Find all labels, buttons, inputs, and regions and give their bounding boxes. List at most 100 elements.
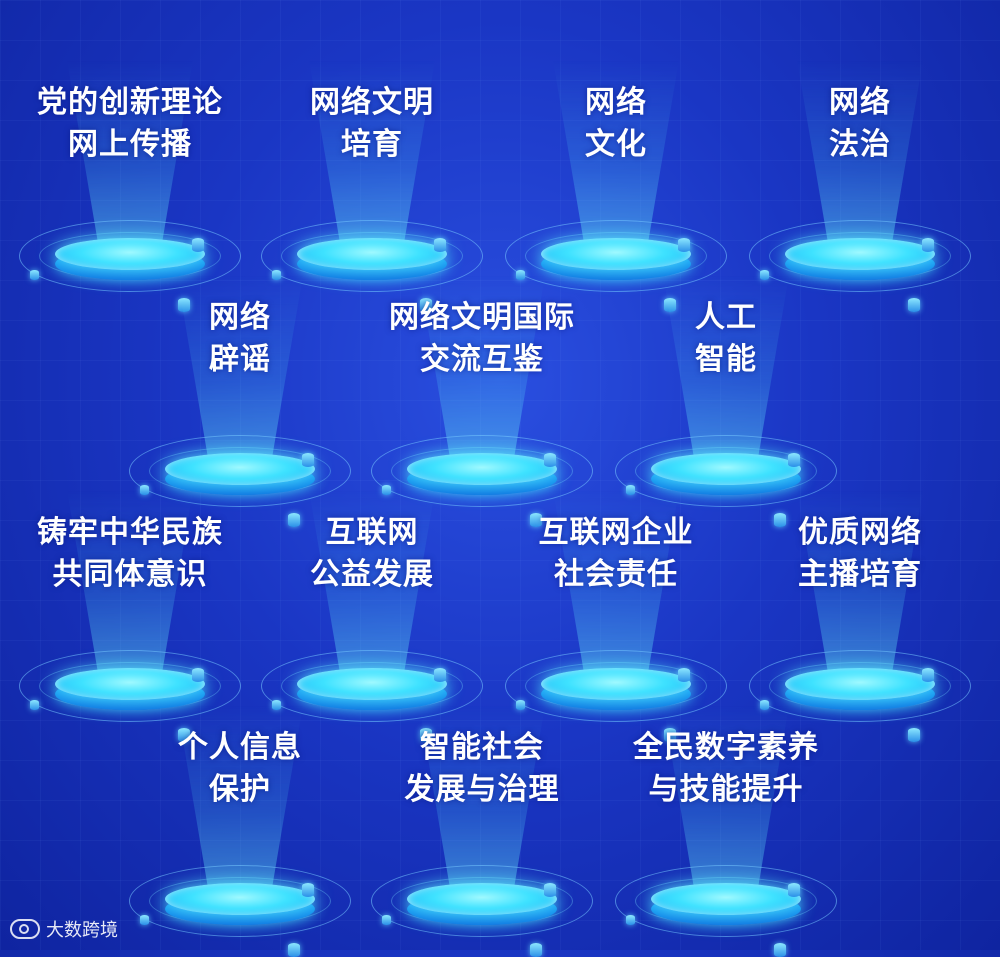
topic-line-2: 交流互鉴 — [420, 342, 544, 377]
topic-platform: 党的创新理论 网上传播 — [10, 60, 250, 312]
platform-disc — [165, 453, 315, 485]
platform-disc — [785, 238, 935, 270]
orbit-ring — [505, 220, 727, 292]
small-cylinder — [922, 668, 934, 682]
topic-platform: 网络文明 培育 — [252, 60, 492, 312]
platform-disc — [407, 883, 557, 915]
topic-line-1: 优质网络 — [798, 515, 922, 550]
orbit-ring — [749, 650, 971, 722]
topic-line-1: 网络 — [209, 300, 271, 335]
small-cylinder — [30, 700, 39, 710]
small-cylinder — [140, 915, 149, 925]
small-cylinder — [626, 485, 635, 495]
small-cylinder — [272, 700, 281, 710]
orbit-ring — [371, 435, 593, 507]
platform-disc — [55, 668, 205, 700]
small-cylinder — [288, 943, 300, 957]
topic-line-2: 主播培育 — [798, 557, 922, 592]
topic-platform: 互联网 公益发展 — [252, 490, 492, 742]
small-cylinder — [178, 298, 190, 312]
watermark-text: 大数跨境 — [46, 920, 118, 941]
topic-line-2: 文化 — [585, 127, 647, 162]
platform-disc — [297, 238, 447, 270]
small-cylinder — [434, 238, 446, 252]
topic-label: 个人信息 保护 — [120, 727, 360, 811]
small-cylinder — [760, 700, 769, 710]
orbit-ring — [261, 650, 483, 722]
topic-label: 网络 辟谣 — [120, 297, 360, 381]
small-cylinder — [788, 453, 800, 467]
topic-platform: 铸牢中华民族 共同体意识 — [10, 490, 250, 742]
topic-label: 优质网络 主播培育 — [740, 512, 980, 596]
topic-platform: 智能社会 发展与治理 — [362, 705, 602, 957]
platform-disc — [541, 238, 691, 270]
small-cylinder — [664, 728, 676, 742]
small-cylinder — [272, 270, 281, 280]
platform-disc — [785, 668, 935, 700]
topic-line-2: 网上传播 — [68, 127, 192, 162]
topic-line-1: 互联网 — [325, 515, 419, 550]
topic-platform: 人工 智能 — [606, 275, 846, 527]
small-cylinder — [302, 883, 314, 897]
topic-line-1: 党的创新理论 — [37, 85, 223, 120]
small-cylinder — [420, 298, 432, 312]
topic-line-1: 网络文明国际 — [389, 300, 575, 335]
platform-disc — [651, 883, 801, 915]
topic-platform: 网络 辟谣 — [120, 275, 360, 527]
platform-disc — [407, 453, 557, 485]
orbit-ring — [505, 650, 727, 722]
topic-line-1: 全民数字素养 — [633, 730, 819, 765]
topic-line-1: 互联网企业 — [538, 515, 694, 550]
topic-platform: 网络 文化 — [496, 60, 736, 312]
small-cylinder — [382, 915, 391, 925]
platform-disc — [55, 238, 205, 270]
orbit-ring — [371, 865, 593, 937]
small-cylinder — [626, 915, 635, 925]
topic-platform: 个人信息 保护 — [120, 705, 360, 957]
topic-label: 智能社会 发展与治理 — [362, 727, 602, 811]
topic-line-1: 网络 — [585, 85, 647, 120]
topic-line-2: 公益发展 — [310, 557, 434, 592]
small-cylinder — [788, 883, 800, 897]
small-cylinder — [544, 883, 556, 897]
orbit-ring — [615, 435, 837, 507]
orbit-ring — [261, 220, 483, 292]
small-cylinder — [30, 270, 39, 280]
watermark-logo-icon — [10, 919, 40, 939]
small-cylinder — [774, 943, 786, 957]
topic-label: 互联网 公益发展 — [252, 512, 492, 596]
topic-label: 全民数字素养 与技能提升 — [606, 727, 846, 811]
orbit-ring — [615, 865, 837, 937]
topic-line-2: 辟谣 — [209, 342, 271, 377]
small-cylinder — [664, 298, 676, 312]
small-cylinder — [192, 238, 204, 252]
topic-line-1: 网络文明 — [310, 85, 434, 120]
topic-line-1: 铸牢中华民族 — [37, 515, 223, 550]
topic-line-2: 培育 — [341, 127, 403, 162]
platform-disc — [651, 453, 801, 485]
topic-line-2: 法治 — [829, 127, 891, 162]
topic-line-1: 个人信息 — [178, 730, 302, 765]
small-cylinder — [516, 700, 525, 710]
topic-label: 网络文明 培育 — [252, 82, 492, 166]
small-cylinder — [774, 513, 786, 527]
topic-label: 铸牢中华民族 共同体意识 — [10, 512, 250, 596]
small-cylinder — [192, 668, 204, 682]
topic-platform: 网络文明国际 交流互鉴 — [362, 275, 602, 527]
small-cylinder — [140, 485, 149, 495]
topic-line-2: 智能 — [695, 342, 757, 377]
small-cylinder — [908, 728, 920, 742]
orbit-ring — [19, 220, 241, 292]
small-cylinder — [922, 238, 934, 252]
topic-platform: 网络 法治 — [740, 60, 980, 312]
orbit-ring — [19, 650, 241, 722]
topic-line-2: 与技能提升 — [648, 772, 804, 807]
small-cylinder — [302, 453, 314, 467]
topic-label: 网络 文化 — [496, 82, 736, 166]
topic-line-1: 人工 — [695, 300, 757, 335]
topic-line-2: 共同体意识 — [52, 557, 208, 592]
small-cylinder — [420, 728, 432, 742]
small-cylinder — [530, 943, 542, 957]
platform-disc — [541, 668, 691, 700]
platform-disc — [165, 883, 315, 915]
